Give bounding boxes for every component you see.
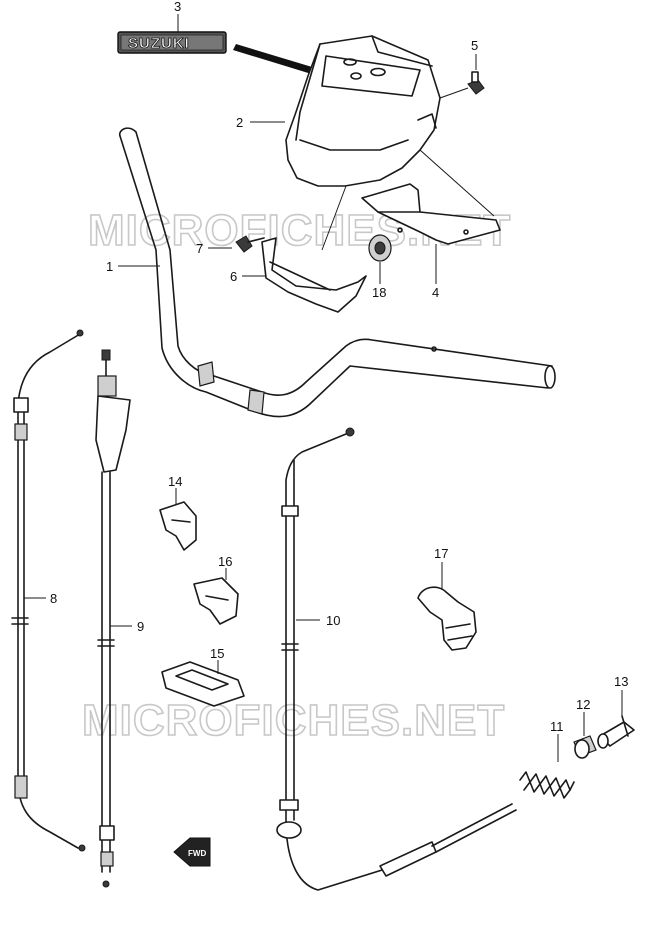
callout-12: 12 bbox=[576, 697, 590, 712]
threaded-rod bbox=[379, 803, 517, 877]
callout-4: 4 bbox=[432, 285, 439, 300]
callout-10: 10 bbox=[326, 613, 340, 628]
callout-7: 7 bbox=[196, 241, 203, 256]
pin-part-13 bbox=[597, 715, 635, 749]
handlebar-part-1 bbox=[118, 127, 556, 418]
callout-17: 17 bbox=[434, 546, 448, 561]
clamp-part-17 bbox=[417, 586, 477, 651]
callout-5: 5 bbox=[471, 38, 478, 53]
cable-part-9 bbox=[95, 349, 131, 888]
callout-11: 11 bbox=[550, 719, 564, 734]
fwd-marker-text: FWD bbox=[188, 849, 206, 858]
callout-13: 13 bbox=[614, 674, 628, 689]
bracket-part-4 bbox=[361, 183, 501, 245]
callout-18: 18 bbox=[372, 285, 386, 300]
clamp-part-16 bbox=[193, 577, 239, 625]
lower-bracket-part-6 bbox=[261, 237, 367, 313]
emblem-arrow bbox=[233, 44, 322, 76]
callout-8: 8 bbox=[50, 591, 57, 606]
callout-16: 16 bbox=[218, 554, 232, 569]
screw-part-5 bbox=[467, 71, 485, 95]
handlebar-cover-part-2 bbox=[285, 35, 441, 187]
callout-15: 15 bbox=[210, 646, 224, 661]
callout-14: 14 bbox=[168, 474, 182, 489]
screw-part-7 bbox=[235, 235, 265, 253]
cable-part-10 bbox=[276, 427, 383, 891]
callout-9: 9 bbox=[137, 619, 144, 634]
callout-6: 6 bbox=[230, 269, 237, 284]
emblem-logo-text: SUZUKI bbox=[128, 35, 190, 52]
callout-1: 1 bbox=[106, 259, 113, 274]
sleeve-part-12 bbox=[573, 735, 597, 759]
watermark-bottom: MICROFICHES.NET bbox=[82, 696, 505, 745]
cable-part-8 bbox=[11, 329, 86, 852]
grommet-part-18 bbox=[368, 234, 392, 262]
holder-part-15 bbox=[161, 661, 245, 707]
clamp-part-14 bbox=[159, 501, 197, 551]
fwd-marker: FWD bbox=[173, 837, 211, 867]
callout-2: 2 bbox=[236, 115, 243, 130]
spring-part-11 bbox=[519, 771, 575, 799]
callout-3: 3 bbox=[174, 0, 181, 14]
emblem-part-3: SUZUKI bbox=[117, 31, 227, 54]
